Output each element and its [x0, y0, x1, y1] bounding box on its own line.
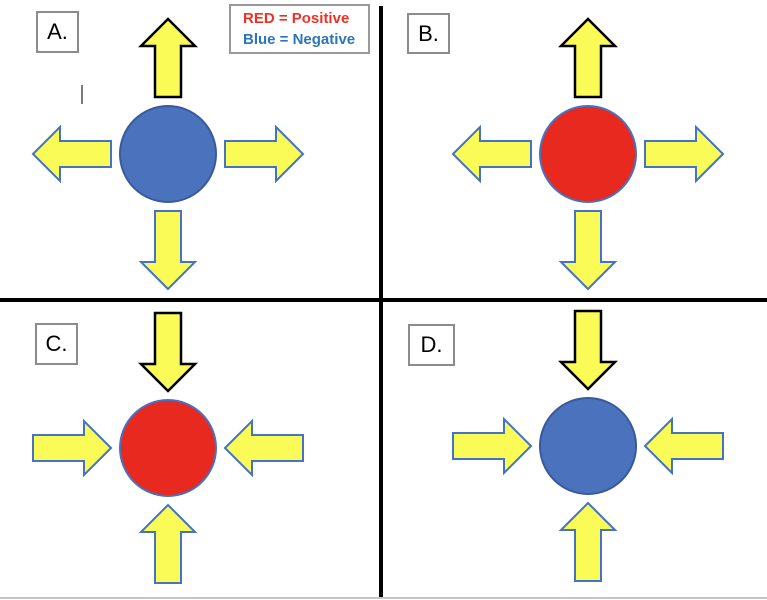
panel-d [452, 309, 724, 582]
top-arrow-down-icon [137, 311, 199, 393]
arrow-down-icon [138, 210, 198, 291]
panel-label-d: D. [408, 324, 455, 366]
arrow-up-icon [558, 501, 618, 582]
charge-circle-negative [539, 397, 637, 495]
panel-label-c: C. [35, 323, 78, 365]
panel-label-b-text: B. [418, 20, 439, 46]
legend-item: RED = Positive [243, 10, 350, 27]
bottom-edge-line [0, 597, 767, 599]
panel-label-a: A. [36, 11, 79, 53]
panel-label-d-text: D. [420, 332, 443, 357]
arrow-up-icon [138, 503, 198, 584]
top-arrow-down-icon [557, 309, 619, 391]
arrow-right-icon [644, 124, 725, 184]
top-arrow-up-icon [137, 17, 199, 99]
arrow-down-icon [558, 210, 618, 291]
panel-c [32, 311, 304, 584]
arrow-right-icon [224, 124, 305, 184]
panel-label-a-text: A. [47, 19, 68, 44]
top-arrow-up-icon [557, 17, 619, 99]
panel-label-c-text: C. [45, 331, 68, 356]
charge-circle-positive [539, 105, 637, 203]
arrow-left-icon [223, 418, 304, 478]
arrow-left-icon [643, 416, 724, 476]
legend-item: Blue = Negative [243, 31, 356, 48]
arrow-left-icon [451, 124, 532, 184]
charge-circle-positive [119, 399, 217, 497]
panel-a [31, 17, 305, 291]
panel-label-b: B. [407, 13, 450, 54]
panel-b [451, 17, 725, 291]
arrow-left-icon [31, 124, 112, 184]
charge-circle-negative [119, 105, 217, 203]
arrow-right-icon [32, 418, 113, 478]
arrow-right-icon [452, 416, 533, 476]
text-cursor-artifact [81, 85, 83, 104]
